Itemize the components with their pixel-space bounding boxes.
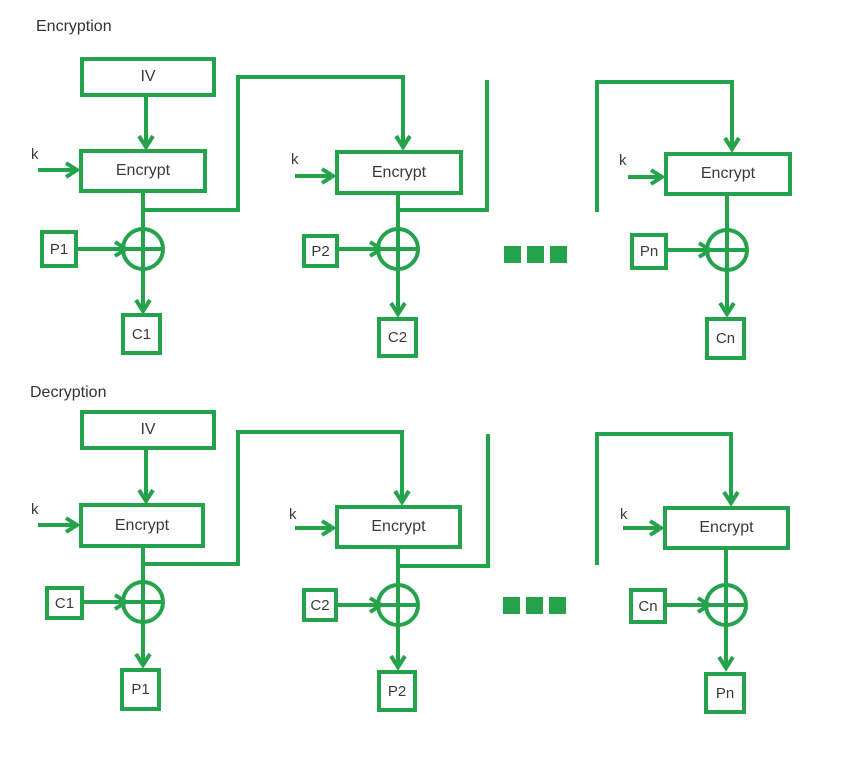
plaintext-box-n: Pn xyxy=(704,672,746,714)
wire-feedback-2-out xyxy=(398,434,490,568)
wire-key-to-encrypt-2 xyxy=(295,519,337,537)
ellipsis-squares-icon xyxy=(549,597,566,614)
plaintext-box-1: P1 xyxy=(40,230,78,268)
iv-box: IV xyxy=(80,57,216,97)
plaintext-label: P1 xyxy=(49,240,69,258)
key-label-3: k xyxy=(620,506,628,523)
wire-key-to-encrypt-1 xyxy=(38,161,81,179)
plaintext-box-2: P2 xyxy=(302,234,339,268)
ciphertext-box-2: C2 xyxy=(377,317,418,358)
key-label-1: k xyxy=(31,146,39,163)
wire-encrypt2-through-xor-to-output xyxy=(389,549,407,671)
decryption-wires xyxy=(38,430,748,672)
wire-iv-to-encrypt-1 xyxy=(137,97,155,151)
encryption-wires xyxy=(38,75,749,318)
key-label-2: k xyxy=(291,151,299,168)
wire-feedback-1-to-2 xyxy=(143,75,412,212)
ciphertext-label: C1 xyxy=(54,594,75,612)
ciphertext-label: C2 xyxy=(310,596,330,614)
xor-circle-icon xyxy=(376,583,420,627)
iv-label: IV xyxy=(140,68,156,85)
wire-key-to-encrypt-1 xyxy=(38,516,81,534)
wire-iv-to-encrypt-1 xyxy=(137,450,155,505)
encrypt-label: Encrypt xyxy=(114,516,170,534)
encrypt-label: Encrypt xyxy=(700,165,756,182)
encrypt-box-3: Encrypt xyxy=(663,506,790,550)
wire-key-to-encrypt-3 xyxy=(623,519,665,537)
encrypt-box-3: Encrypt xyxy=(664,152,792,196)
xor-circle-icon xyxy=(705,228,749,272)
ellipsis-squares-icon xyxy=(550,246,567,263)
ciphertext-box-n: Cn xyxy=(629,588,667,624)
encrypt-label: Encrypt xyxy=(371,518,426,535)
encrypt-label: Encrypt xyxy=(699,519,754,536)
ciphertext-box-2: C2 xyxy=(302,588,338,622)
key-label-3: k xyxy=(619,152,627,169)
xor-circle-icon xyxy=(376,227,420,271)
plaintext-label: P2 xyxy=(387,682,407,700)
ciphertext-label: C2 xyxy=(387,329,408,346)
wire-encrypt3-through-xor-to-output xyxy=(717,550,735,672)
wire-feedback-2-out xyxy=(398,80,489,212)
iv-label: IV xyxy=(140,421,156,438)
encrypt-label: Encrypt xyxy=(115,162,171,179)
wire-key-to-encrypt-2 xyxy=(295,167,337,185)
wire-encrypt1-through-xor-to-output xyxy=(134,548,152,669)
ciphertext-label: Cn xyxy=(715,330,736,347)
wire-feedback-into-3 xyxy=(595,432,740,565)
ciphertext-box-n: Cn xyxy=(705,317,746,360)
ciphertext-box-1: C1 xyxy=(45,586,84,620)
plaintext-label: P2 xyxy=(311,242,330,260)
xor-circle-icon xyxy=(121,580,165,624)
xor-circle-icon xyxy=(121,227,165,271)
ellipsis-squares-icon xyxy=(526,597,543,614)
xor-circle-icon xyxy=(704,583,748,627)
wire-encrypt1-through-xor-to-output xyxy=(134,193,152,315)
ellipsis-squares-icon xyxy=(503,597,520,614)
encrypt-label: Encrypt xyxy=(371,163,427,181)
wire-key-to-encrypt-3 xyxy=(628,168,666,186)
encrypt-box-2: Encrypt xyxy=(335,150,463,195)
encryption-title: Encryption xyxy=(36,18,112,35)
wire-encrypt2-through-xor-to-output xyxy=(389,195,407,318)
wire-encrypt3-through-xor-to-output xyxy=(718,196,736,318)
decryption-title: Decryption xyxy=(30,384,107,401)
ellipsis-squares-icon xyxy=(504,246,521,263)
wire-input-to-xor-1 xyxy=(78,240,163,258)
encrypt-box-1: Encrypt xyxy=(79,149,207,193)
wire-feedback-into-3 xyxy=(595,80,741,212)
key-label-1: k xyxy=(31,501,39,518)
key-label-2: k xyxy=(289,506,297,523)
plaintext-box-n: Pn xyxy=(630,233,668,270)
ciphertext-label: C1 xyxy=(131,325,152,343)
encrypt-box-2: Encrypt xyxy=(335,505,462,549)
plaintext-label: P1 xyxy=(131,681,150,698)
plaintext-box-2: P2 xyxy=(377,670,417,712)
ellipsis-squares-icon xyxy=(527,246,544,263)
wire-feedback-1-to-2 xyxy=(143,430,411,566)
ciphertext-label: Cn xyxy=(638,597,658,615)
encrypt-box-1: Encrypt xyxy=(79,503,205,548)
ciphertext-box-1: C1 xyxy=(121,313,162,355)
iv-box: IV xyxy=(80,410,216,450)
plaintext-label: Pn xyxy=(715,684,735,702)
plaintext-box-1: P1 xyxy=(120,668,161,711)
plaintext-label: Pn xyxy=(639,243,659,260)
